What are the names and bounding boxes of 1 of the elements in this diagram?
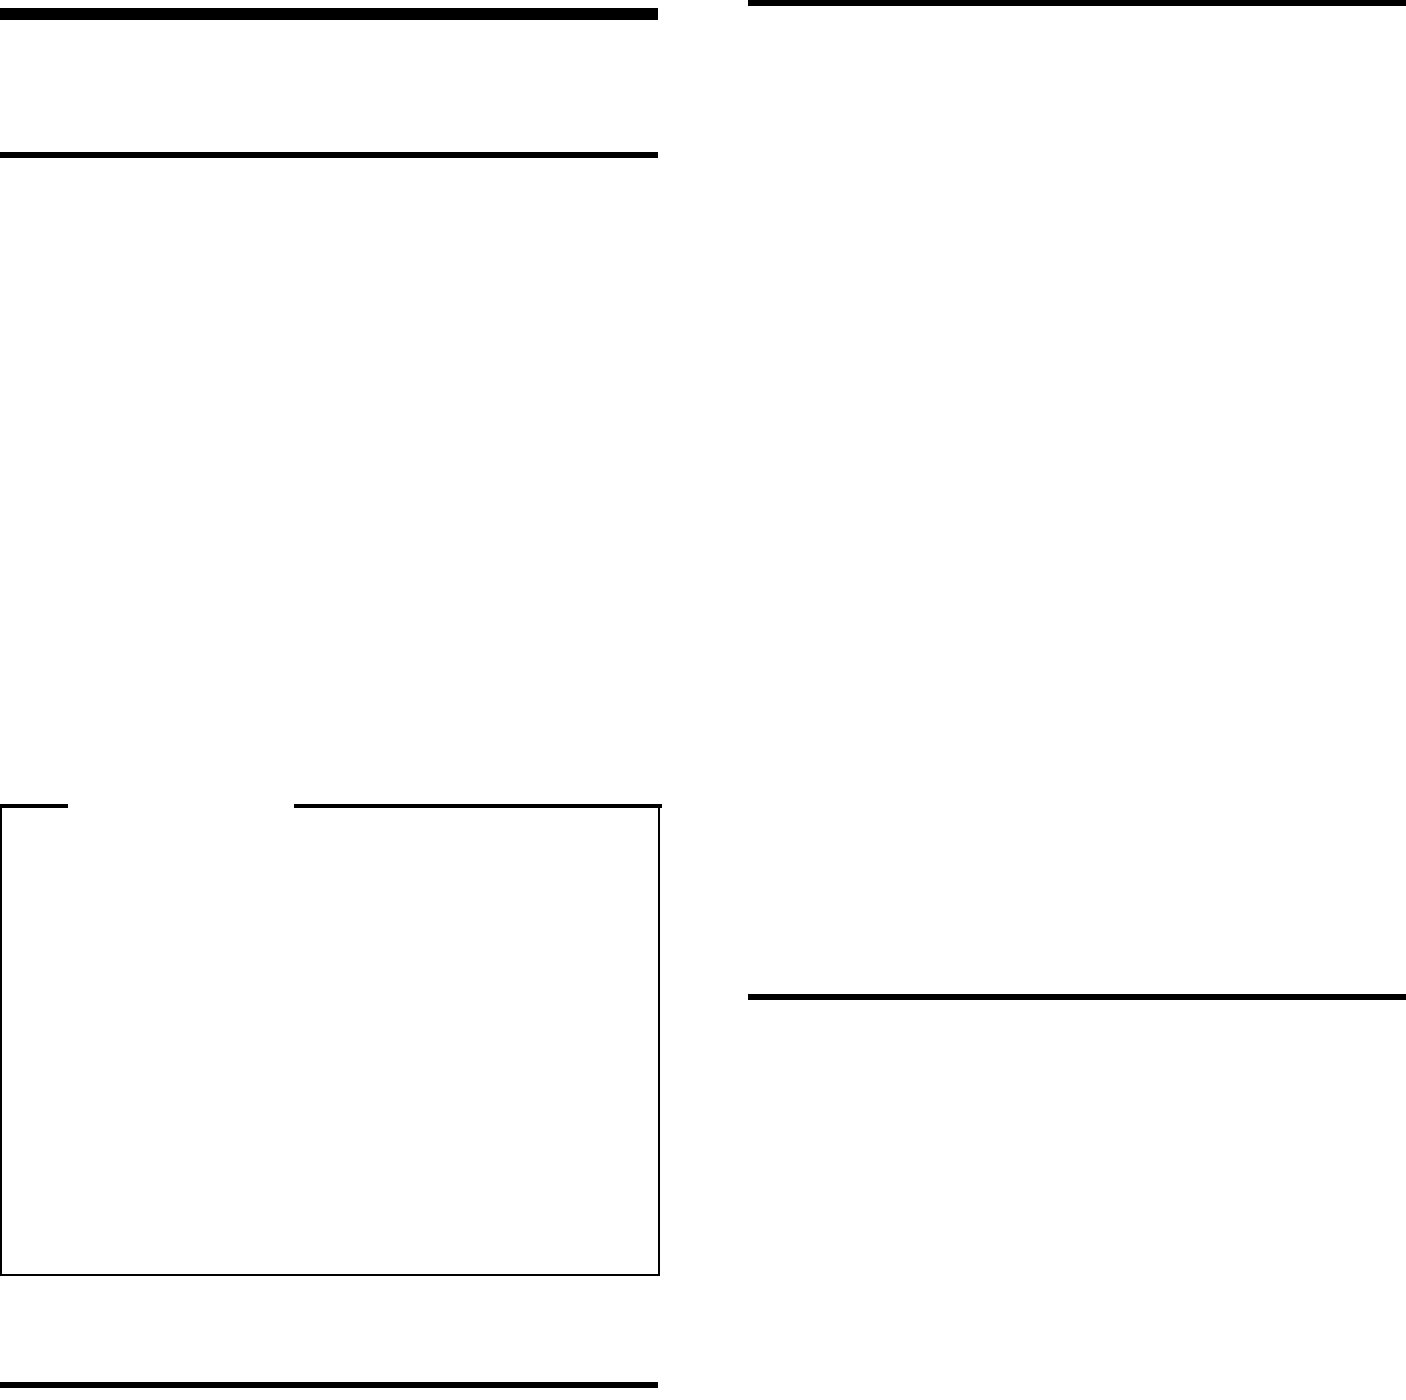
empty-frame (0, 804, 660, 1276)
